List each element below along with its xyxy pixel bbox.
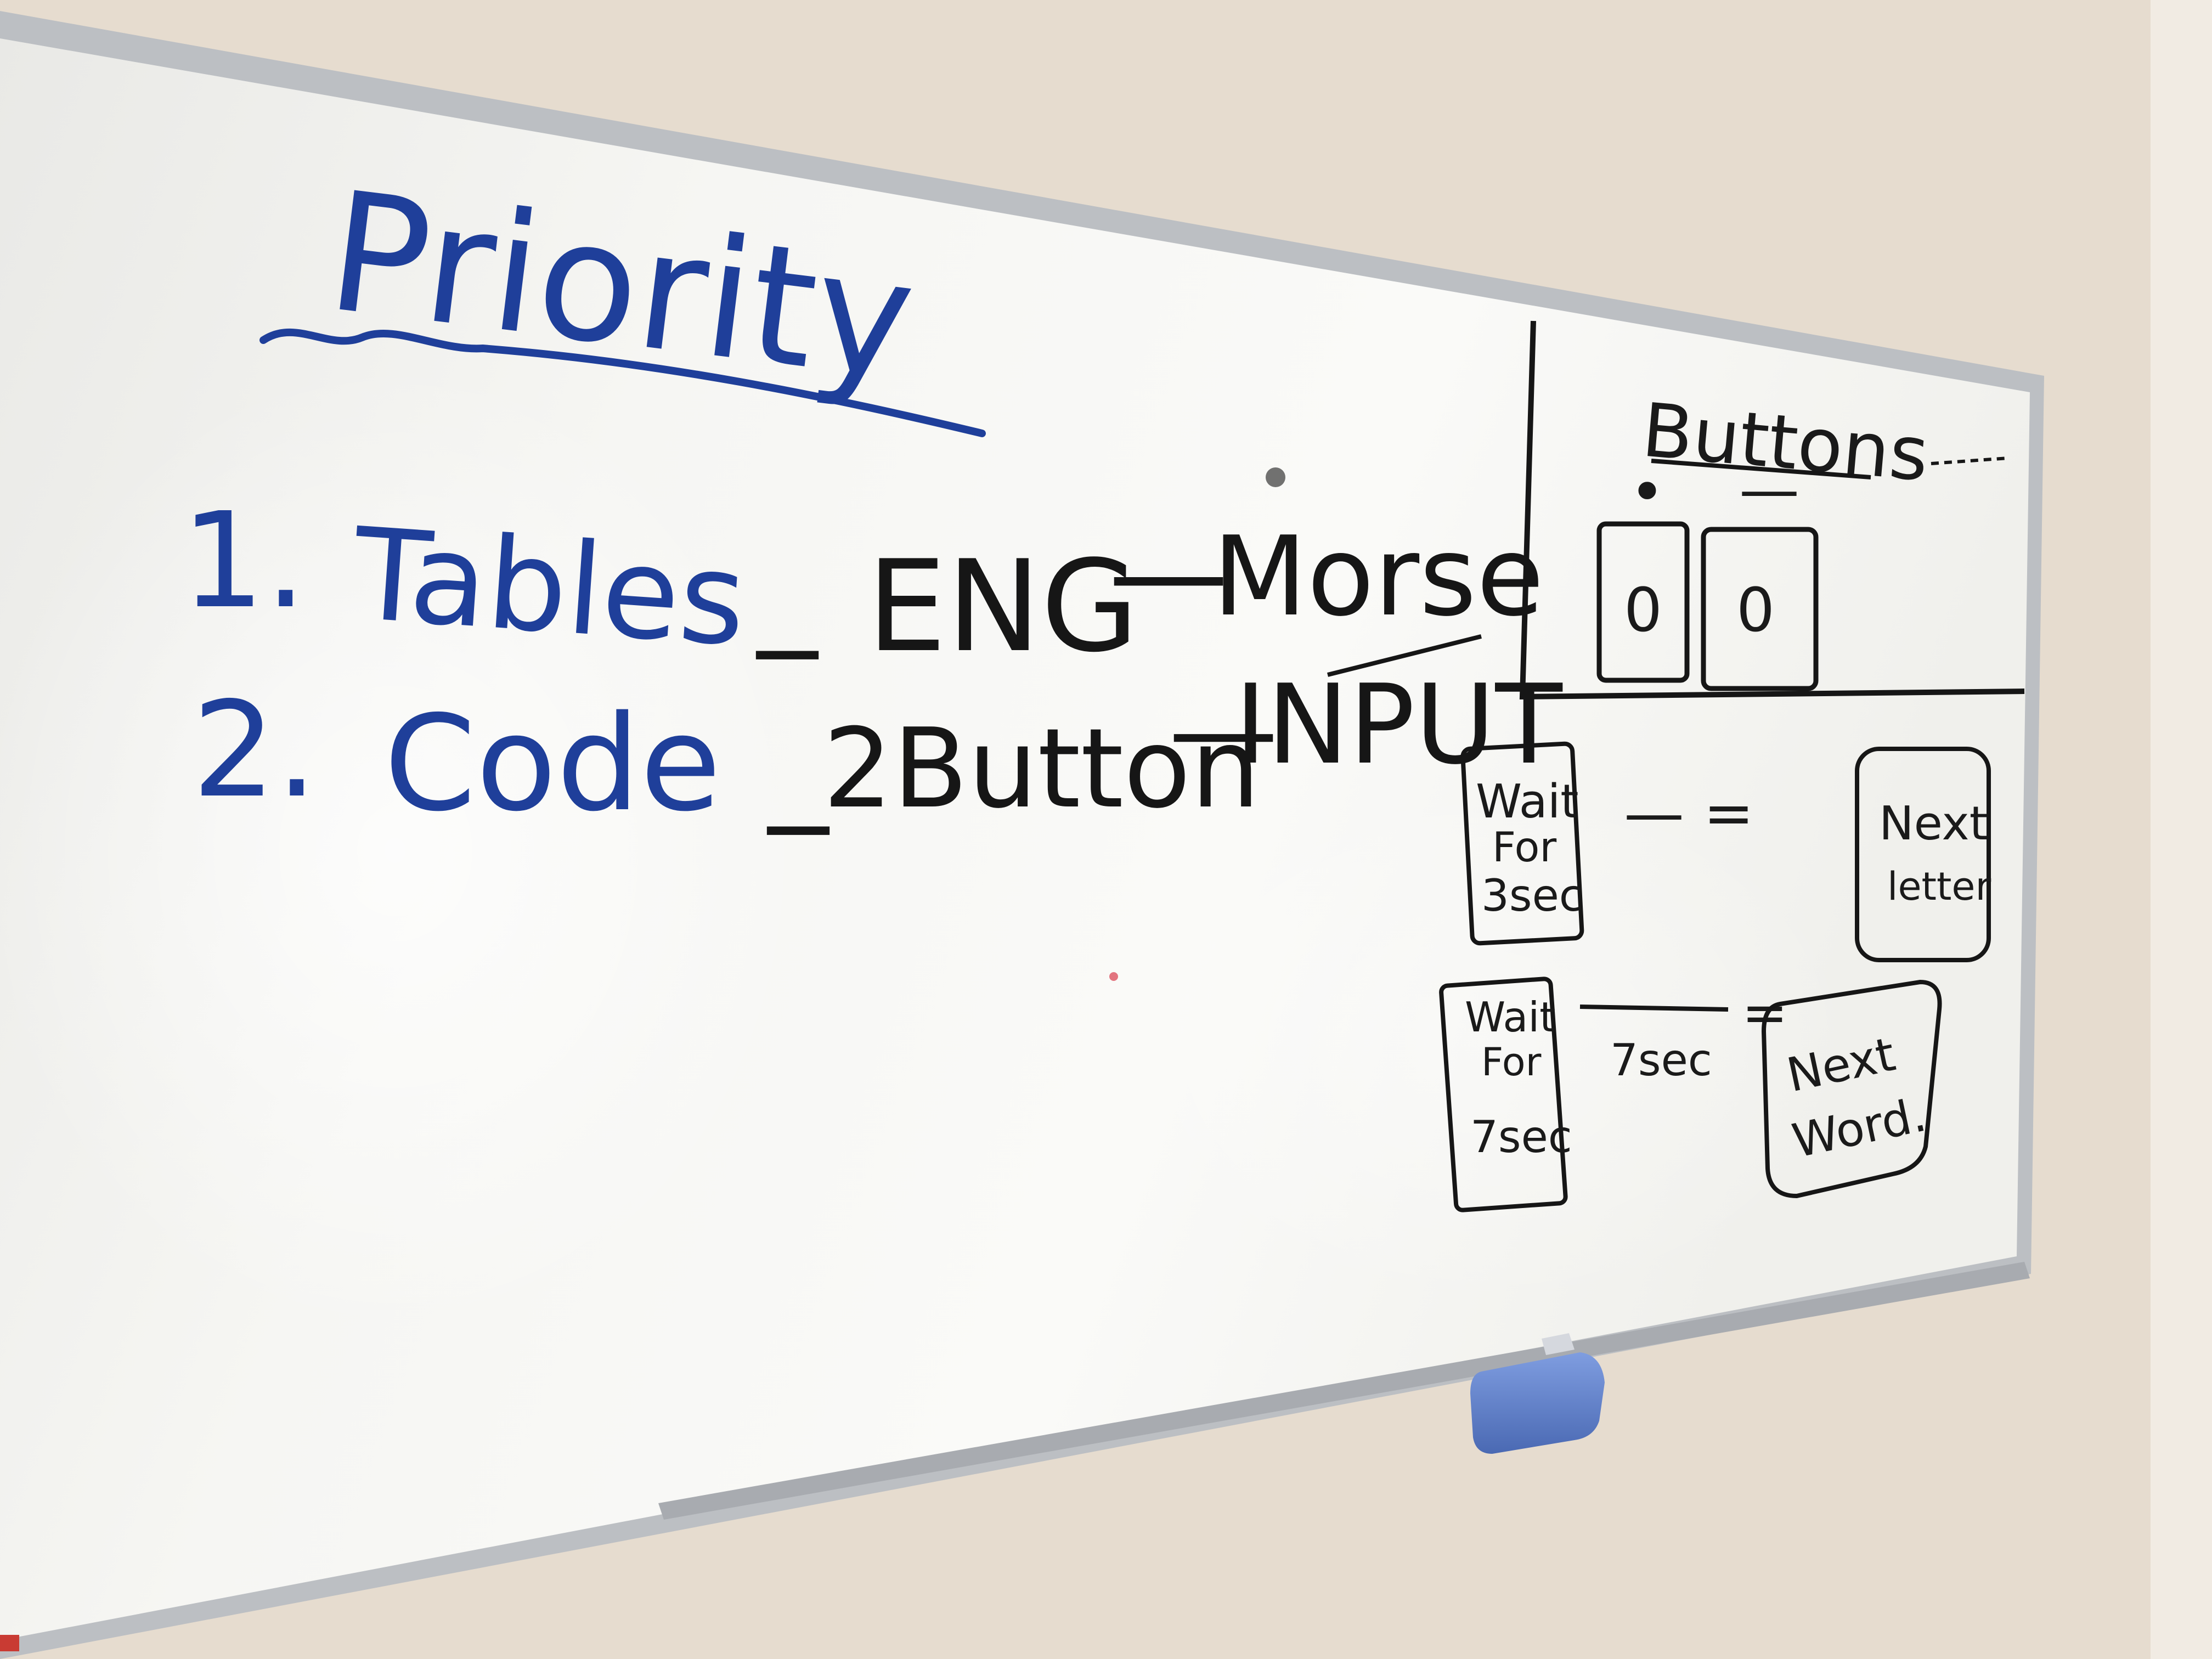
dot-symbol: • <box>1629 457 1665 527</box>
buttons-heading-underline <box>1651 459 1871 479</box>
list-1-part-b: Morse <box>1212 513 1544 641</box>
wait-3sec-line1: Wait <box>1476 775 1579 829</box>
button-left-label: 0 <box>1624 575 1662 645</box>
title-underline <box>259 328 986 437</box>
red-mark <box>0 1635 19 1651</box>
button-right-drawing <box>1701 527 1819 691</box>
input-overline <box>1327 634 1482 677</box>
list-1-topic: Tables <box>348 501 750 674</box>
wait-3sec-line3: 3sec <box>1481 870 1583 921</box>
marker-tray <box>658 1262 2030 1520</box>
list-2-dash2: — <box>1169 667 1278 794</box>
next-letter-box <box>1855 747 1991 962</box>
wait-3sec-line2: For <box>1492 823 1556 871</box>
list-1-part-a: ENG <box>867 534 1139 680</box>
wait-7sec-box <box>1439 977 1568 1212</box>
word-middle-label: 7sec <box>1610 1035 1712 1086</box>
letter-connector: — = <box>1624 778 1754 848</box>
list-1-dash1: _ <box>755 519 819 659</box>
list-2-topic: Code <box>384 687 721 840</box>
button-right-label: 0 <box>1736 575 1775 645</box>
marker-smudge <box>1266 467 1285 487</box>
wait-7sec-line1: Wait <box>1465 993 1556 1041</box>
list-2-number: 2. <box>192 673 318 827</box>
button-left-drawing <box>1596 521 1690 683</box>
list-1-dash2: — <box>1108 503 1229 643</box>
list-2-part-a: 2Button <box>823 705 1260 833</box>
list-1-number: 1. <box>181 484 307 637</box>
word-connector-line <box>1579 1005 1729 1012</box>
list-2-part-b: INPUT <box>1234 661 1563 789</box>
red-dot <box>1109 972 1118 981</box>
next-letter-line1: Next <box>1879 797 1988 851</box>
glare <box>0 357 812 1344</box>
list-2-dash1: _ <box>766 695 830 835</box>
door-frame <box>2151 0 2212 1659</box>
wait-7sec-line2: For <box>1481 1040 1542 1085</box>
next-letter-line2: letter <box>1887 864 1991 909</box>
next-word-box <box>1761 979 1942 1199</box>
buttons-panel-border <box>1519 320 2025 700</box>
eraser-icon <box>1470 1333 1605 1454</box>
glare-2 <box>1097 768 1865 1317</box>
dash-symbol: — <box>1739 454 1799 524</box>
wait-7sec-line3: 7sec <box>1470 1111 1572 1163</box>
wait-3sec-box <box>1460 741 1584 946</box>
